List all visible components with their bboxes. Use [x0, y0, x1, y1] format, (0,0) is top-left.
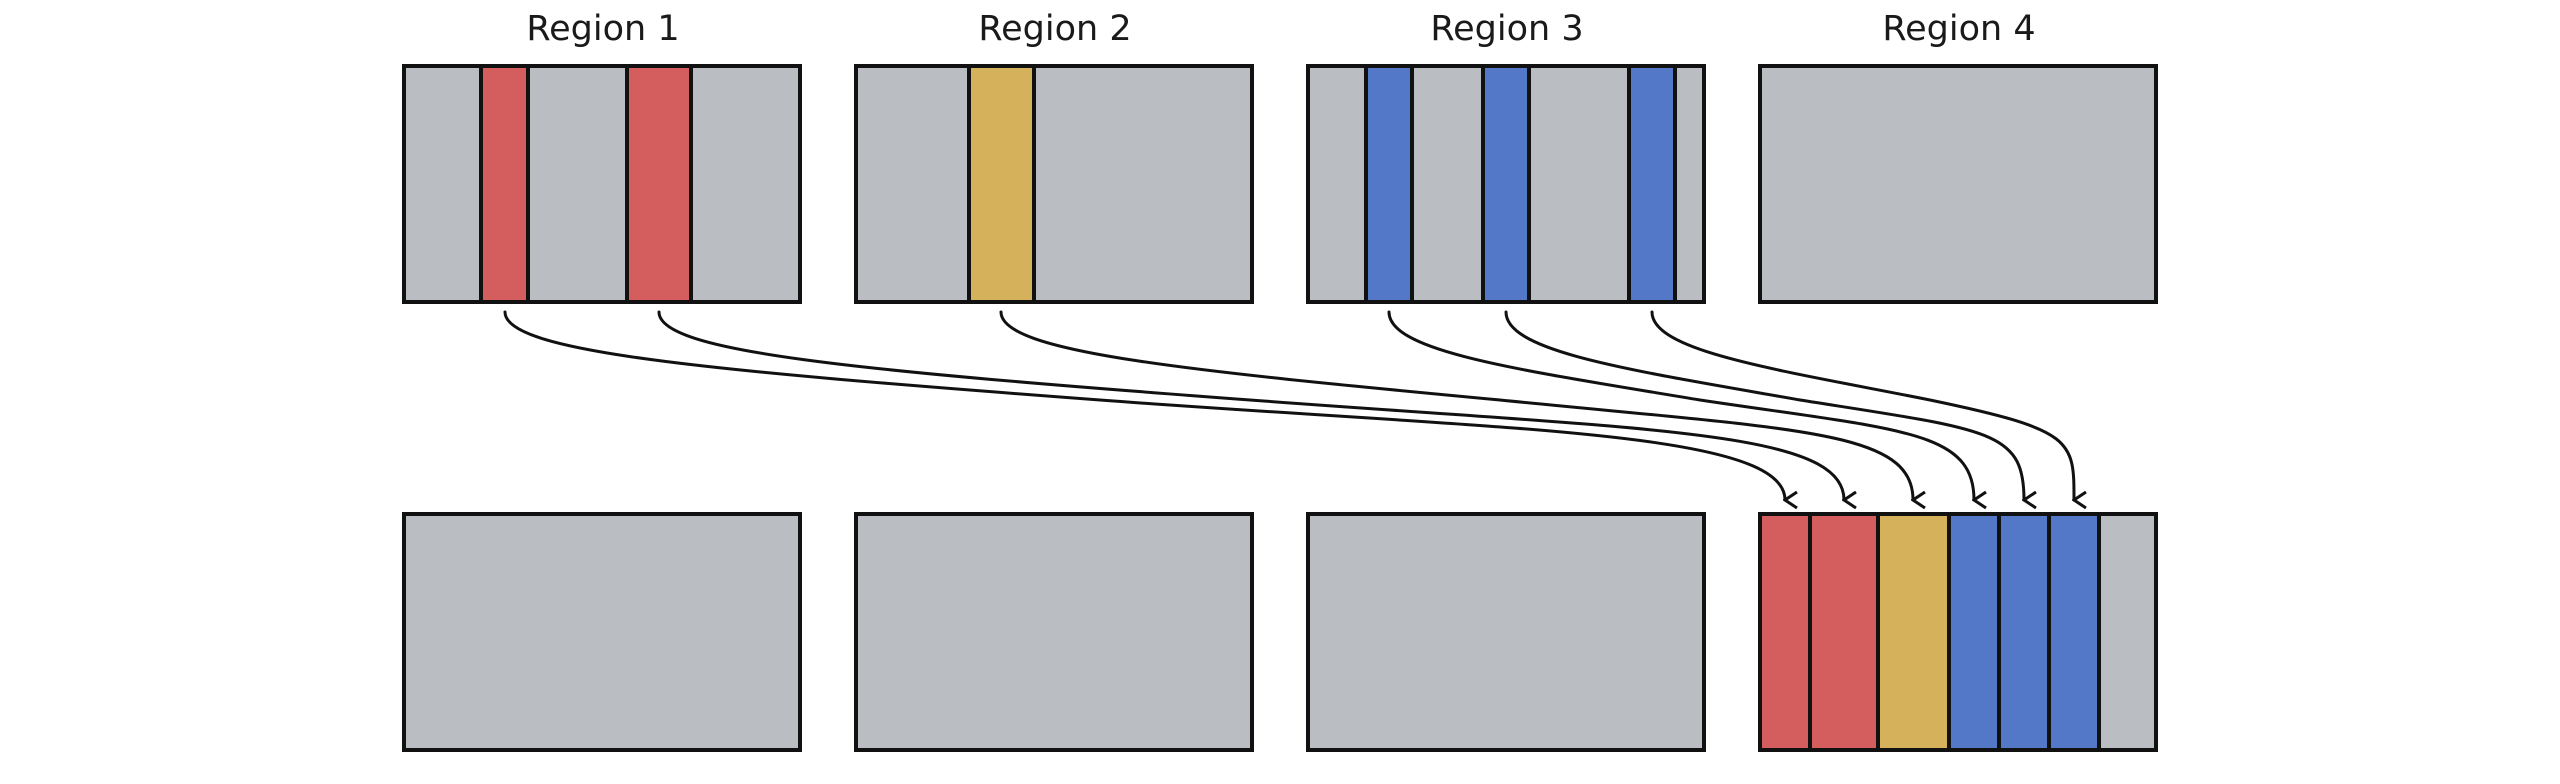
arrow-blue-3	[1650, 310, 2074, 500]
region-1-red-stripe-1	[479, 64, 530, 304]
received-blue-stripe-2	[1997, 512, 2051, 752]
received-red-stripe-1	[1758, 512, 1812, 752]
region-labels: Region 1 Region 2 Region 3 Region 4	[526, 9, 2035, 49]
received-blue-stripe-1	[1947, 512, 2001, 752]
region-3-blue-stripe-1	[1364, 64, 1414, 304]
region-2-top-block	[854, 64, 1254, 304]
top-row	[402, 64, 2158, 304]
region-2-bottom-block	[854, 512, 1254, 752]
region-1-bottom-fill	[404, 514, 800, 750]
region-3-label: Region 3	[1430, 9, 1583, 49]
region-3-bottom-outline	[1306, 512, 1706, 752]
region-2-bottom-fill	[856, 514, 1252, 750]
received-red-stripe-2	[1808, 512, 1880, 752]
region-3-bottom-block	[1306, 512, 1706, 752]
bottom-row	[402, 512, 2158, 752]
region-2-bottom-outline	[854, 512, 1254, 752]
region-1-block-outline	[402, 64, 802, 304]
region-3-top-block	[1306, 64, 1706, 304]
region-1-block-fill	[404, 66, 800, 302]
arrow-blue-2	[1504, 310, 2024, 500]
region-2-label: Region 2	[978, 9, 1131, 49]
region-1-bottom-outline	[402, 512, 802, 752]
arrow-red-1	[503, 310, 1785, 500]
region-2-block-outline	[854, 64, 1254, 304]
region-4-bottom-block	[1758, 512, 2158, 752]
region-1-top-block	[402, 64, 802, 304]
transfer-arrows	[503, 310, 2074, 500]
region-1-bottom-block	[402, 512, 802, 752]
arrow-blue-1	[1387, 310, 1974, 500]
region-4-block-outline	[1758, 64, 2158, 304]
region-3-blue-stripe-3	[1627, 64, 1677, 304]
region-1-red-stripe-2	[625, 64, 693, 304]
region-4-bottom-outline	[1758, 512, 2158, 752]
region-2-block-fill	[856, 66, 1252, 302]
region-4-top-block	[1758, 64, 2158, 304]
region-2-yellow-stripe	[967, 64, 1036, 304]
arrow-red-2	[657, 310, 1844, 500]
region-4-label: Region 4	[1882, 9, 2035, 49]
received-yellow-stripe	[1876, 512, 1951, 752]
region-1-label: Region 1	[526, 9, 679, 49]
region-3-bottom-fill	[1308, 514, 1704, 750]
region-4-block-fill	[1760, 66, 2156, 302]
received-blue-stripe-3	[2047, 512, 2101, 752]
region-3-block-outline	[1306, 64, 1706, 304]
region-3-blue-stripe-2	[1481, 64, 1531, 304]
arrow-yellow	[999, 310, 1913, 500]
